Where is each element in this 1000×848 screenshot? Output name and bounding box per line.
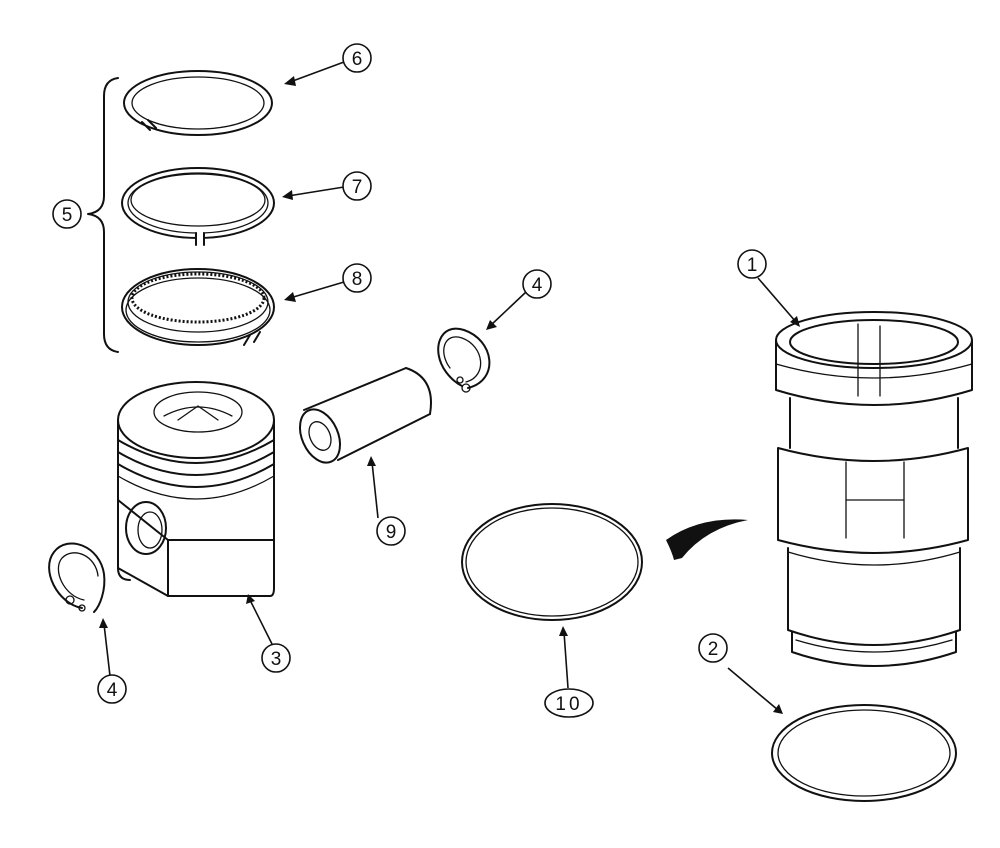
piston: [117, 381, 275, 597]
callout-1: 1: [737, 249, 767, 279]
callout-8-label: 8: [352, 269, 363, 290]
callout-10: 10: [544, 688, 594, 718]
callout-2-label: 2: [708, 639, 719, 660]
callout-7-label: 7: [352, 177, 363, 198]
callout-10-label: 10: [555, 694, 582, 715]
callout-4-lower: 4: [97, 674, 127, 704]
callout-4-lower-label: 4: [107, 680, 118, 701]
ring-set-bracket: [87, 77, 119, 353]
liner-seal-ring: [771, 704, 957, 802]
callout-3: 3: [261, 643, 291, 673]
piston-pin: [298, 367, 432, 464]
callout-7: 7: [342, 171, 372, 201]
snap-ring-upper: [437, 327, 491, 393]
cylinder-liner: [775, 311, 973, 667]
install-direction-arrow: [666, 519, 748, 560]
second-compression-ring: [121, 167, 275, 246]
callout-8: 8: [342, 263, 372, 293]
callout-6-label: 6: [352, 49, 363, 70]
callout-6: 6: [342, 43, 372, 73]
callout-5: 5: [52, 199, 82, 229]
callout-4-upper-label: 4: [532, 275, 543, 296]
callout-5-label: 5: [62, 205, 73, 226]
snap-ring-lower: [48, 542, 106, 613]
top-compression-ring: [123, 70, 273, 136]
leader-arrows: [99, 61, 800, 714]
oil-control-ring: [121, 268, 275, 346]
o-ring: [461, 503, 643, 621]
callout-3-label: 3: [271, 649, 282, 670]
callout-1-label: 1: [747, 255, 758, 276]
callout-4-upper: 4: [522, 269, 552, 299]
callout-9-label: 9: [386, 522, 397, 543]
callout-9: 9: [376, 516, 406, 546]
callout-2: 2: [698, 633, 728, 663]
